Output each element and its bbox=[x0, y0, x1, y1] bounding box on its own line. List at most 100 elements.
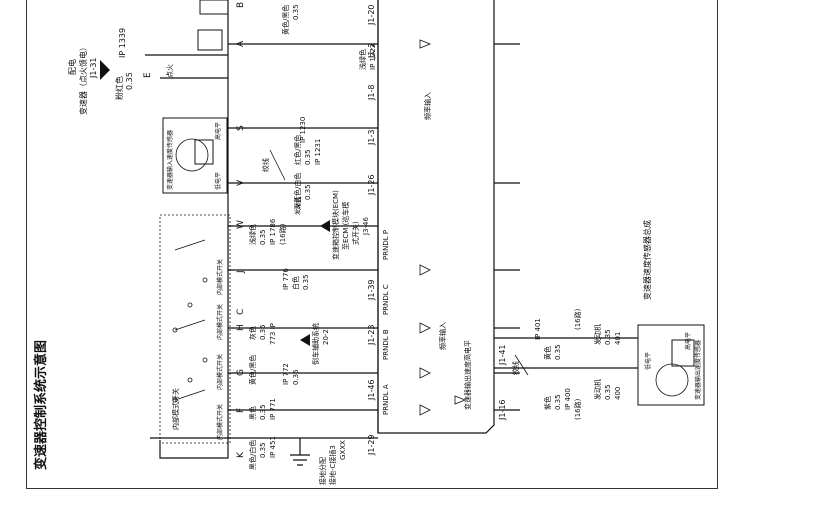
right-terminal-triangles bbox=[419, 39, 467, 416]
ecm-border bbox=[377, 0, 495, 434]
wire-1222-gauge: 0.35 bbox=[292, 4, 300, 20]
wire-773-color: 灰色 bbox=[248, 326, 257, 340]
output-sensor-name: 变速器输出速度传感器 bbox=[694, 340, 702, 400]
output-sensor-high: 高电平 bbox=[684, 332, 692, 350]
power-gauge: 0.35 bbox=[125, 72, 134, 90]
lower-wire-1-color: 黄色 bbox=[543, 346, 552, 360]
ecm-pin-J1-16: J1-16 bbox=[498, 399, 507, 421]
freq-in-label-top: 频率输入 bbox=[423, 92, 432, 120]
wire-1222b-color: 浅绿色 bbox=[358, 49, 367, 70]
pin-C: C bbox=[236, 309, 246, 315]
ground-desc: 接地分配 bbox=[318, 457, 327, 485]
prndl-c: PRNDL C bbox=[382, 284, 390, 315]
power-desc-label: 变速器（点火馈电） bbox=[78, 43, 88, 115]
wire-451-gauge: 0.35 bbox=[259, 442, 267, 458]
prndl-a: PRNDL A bbox=[382, 384, 390, 415]
ecm-pin-J1-29: J1-29 bbox=[367, 434, 376, 456]
reverse-aux-text: 倒车辅助系统 bbox=[311, 323, 320, 365]
twist-mark-1 bbox=[269, 149, 286, 181]
labels: 配电 变速器（点火馈电） J1-31 粉红色 0.35 IP 1339 E 点火… bbox=[67, 2, 702, 485]
lower-wire-2-color: 紫色 bbox=[543, 396, 552, 410]
lower-wire-3-circuit: 400 bbox=[614, 387, 622, 400]
range-switch-box bbox=[159, 214, 231, 444]
ecm-pin-J1-8: J1-8 bbox=[367, 85, 376, 101]
pin-W: W bbox=[236, 220, 246, 229]
lower-wire-2-circuit: IP 400 bbox=[564, 388, 572, 410]
wire-772-circuit: IP 772 bbox=[282, 363, 290, 385]
reverse-arrow bbox=[300, 334, 310, 346]
ecm-pin-J1-41: J1-41 bbox=[498, 344, 507, 366]
twist-mark-2 bbox=[514, 354, 529, 376]
output-sensor-coil bbox=[671, 339, 695, 367]
lower-wire-3-color: 发动机 bbox=[593, 379, 602, 400]
ecm-pin-J1-39: J1-39 bbox=[367, 279, 376, 301]
wire-1230-gauge: 0.35 bbox=[304, 184, 312, 200]
reverse-aux-ref: 20-2 bbox=[322, 329, 330, 345]
ecm-note-line1: 变速箱控制模块(ECM) bbox=[331, 190, 340, 260]
lower-wire-1-gauge: 0.35 bbox=[554, 344, 562, 360]
power-wire-color: 粉红色 bbox=[114, 76, 124, 100]
sensor-coil bbox=[194, 139, 214, 165]
wire-1786-circuit: IP 1786 bbox=[269, 218, 277, 245]
lower-wire-1-circuit: IP 401 bbox=[534, 318, 542, 340]
range-switch-contacts bbox=[172, 239, 208, 403]
ground-code: GXXX bbox=[339, 440, 347, 460]
ecm-pin-J1-3: J1-3 bbox=[367, 130, 376, 146]
pin-F: F bbox=[236, 408, 246, 413]
lower-note-2: (16路) bbox=[573, 308, 582, 330]
prndl-b: PRNDL B bbox=[382, 329, 390, 360]
wire-1786-gauge: 0.35 bbox=[259, 229, 267, 245]
twisted-label-lower: 绞线 bbox=[511, 361, 520, 375]
sensor-gear bbox=[175, 138, 209, 172]
wire-776-circuit: IP 776 bbox=[282, 268, 290, 290]
ecm-note-line2: 至ECM (巡车模 bbox=[341, 202, 350, 250]
wire-1786-color: 浅绿色 bbox=[248, 224, 257, 245]
pin-K: K bbox=[236, 451, 246, 458]
freq-in-label: 频率输入 bbox=[438, 322, 447, 350]
ecm-pin-J1-23: J1-23 bbox=[367, 324, 376, 346]
wire-771-circuit: IP 771 bbox=[269, 398, 277, 420]
assembly-label: 变速器速度传感器总成 bbox=[642, 220, 652, 300]
output-sensor-low: 低电平 bbox=[644, 352, 652, 370]
pin-G: G bbox=[236, 369, 246, 376]
wire-1230-color: 深蓝色/白色 bbox=[293, 173, 302, 210]
lower-note-1: (16路) bbox=[573, 398, 582, 420]
twisted-label: 绞线 bbox=[261, 158, 270, 172]
input-sensor-high: 高电平 bbox=[214, 122, 222, 140]
wire-1231-color: 红色/黑色 bbox=[293, 135, 302, 165]
output-block-label: 变速器输出速度高电平 bbox=[463, 340, 472, 410]
ground-ref: 接地-C接插3 bbox=[328, 445, 337, 485]
lower-wire-3-gauge: 0.35 bbox=[604, 384, 612, 400]
ecm-note-line3: 式开关) bbox=[351, 221, 360, 245]
wire-451-circuit: IP 451 bbox=[269, 436, 277, 458]
switch-label-1: 内部模式开关 bbox=[216, 404, 224, 440]
wire-451-color: 黑色/白色 bbox=[248, 440, 257, 470]
wire-1231-circuit: IP 1231 bbox=[314, 139, 322, 165]
power-feed-label: 配电 bbox=[67, 59, 77, 75]
input-sensor-low: 低电平 bbox=[214, 172, 222, 190]
wire-771-gauge: 0.35 bbox=[259, 404, 267, 420]
wire-1786-note: (16路) bbox=[278, 223, 287, 245]
pin-A: A bbox=[236, 40, 246, 47]
top-connector-2 bbox=[197, 29, 223, 51]
ecm-pin-J1-26: J1-26 bbox=[367, 174, 376, 196]
pin-H: H bbox=[236, 324, 246, 331]
prndl-p: PRNDL P bbox=[382, 230, 390, 260]
ecm-arrow bbox=[320, 220, 330, 232]
wire-1222b-circuit: IP 1222 bbox=[369, 44, 377, 70]
horizontal-wires bbox=[145, 43, 638, 439]
ground-symbol bbox=[290, 438, 310, 466]
ignition-label: 点火 bbox=[166, 64, 174, 78]
wire-1222-color: 黄色/黑色 bbox=[281, 5, 290, 35]
top-connector-1 bbox=[199, 0, 229, 15]
lower-wire-2-gauge: 0.35 bbox=[554, 394, 562, 410]
ecm-pin-J1-20: J1-20 bbox=[367, 4, 376, 26]
pin-S: S bbox=[236, 125, 246, 131]
switch-label-3: 内部模式开关 bbox=[216, 304, 224, 340]
lower-wire-4-gauge: 0.35 bbox=[604, 329, 612, 345]
wire-1231-gauge: 0.35 bbox=[304, 149, 312, 165]
ecm-pin-J1-46: J1-46 bbox=[367, 379, 376, 401]
range-switch-name: 内部模式开关 bbox=[171, 388, 180, 430]
wire-771-color: 黑色 bbox=[248, 406, 257, 420]
